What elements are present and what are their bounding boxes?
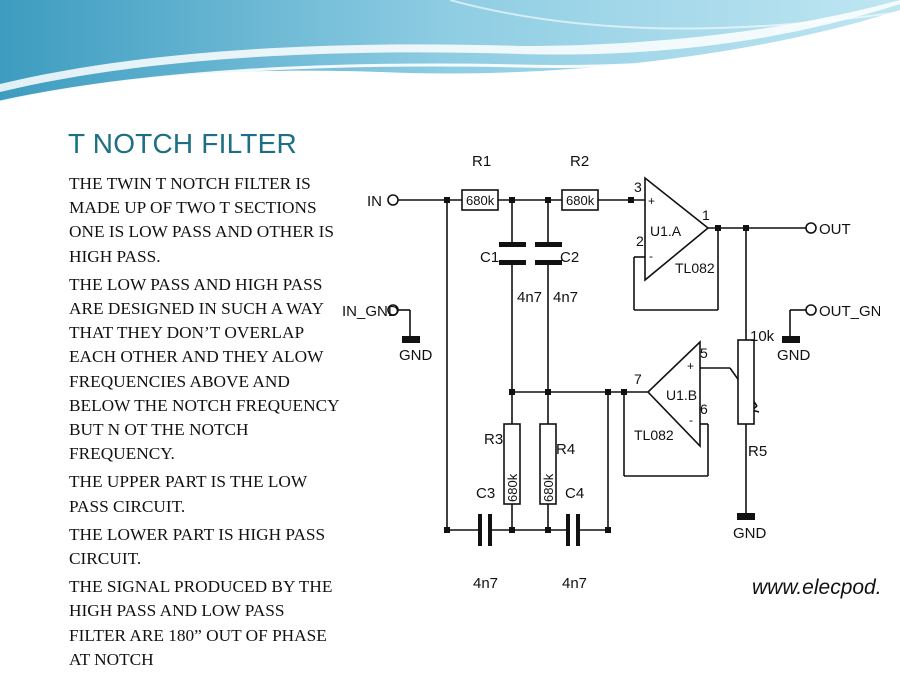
resistor-r2 [561, 189, 599, 211]
label-c1: C1 [480, 249, 499, 266]
label-c4: C4 [565, 485, 584, 502]
ground-symbol [782, 336, 800, 343]
label-r5: R5 [748, 443, 767, 460]
label-u1a-part: TL082 [675, 260, 715, 276]
junction-dots [444, 197, 749, 533]
label-in: IN [367, 193, 382, 210]
capacitor-c3 [478, 514, 492, 546]
paragraph: THE TWIN T NOTCH FILTER IS MADE UP OF TW… [69, 174, 335, 266]
label-minus: - [689, 413, 693, 427]
label-out-gnd: OUT_GND [819, 303, 880, 320]
label-pin: 5 [700, 345, 708, 361]
notch-filter-schematic: IN IN_GND GND OUT OUT_GND GND GND R1 680… [342, 153, 880, 599]
label-plus: + [687, 359, 694, 373]
resistor-r4 [539, 423, 557, 505]
label-c2-value: 4n7 [553, 289, 578, 306]
label-r2: R2 [570, 153, 589, 170]
opamp-u1a [644, 176, 710, 282]
wires [398, 199, 806, 531]
label-pin: 6 [700, 401, 708, 417]
resistor-r1 [461, 189, 499, 211]
label-r1-value: 680k [466, 193, 495, 208]
label-r3: R3 [484, 431, 503, 448]
terminal-out [805, 222, 817, 234]
label-c1-value: 4n7 [517, 289, 542, 306]
watermark-text: www.elecpod.com [752, 576, 880, 599]
terminal-in [387, 194, 399, 206]
slide-title: T NOTCH FILTER [68, 128, 297, 159]
capacitor-c2 [535, 242, 562, 265]
capacitor-c4 [566, 514, 580, 546]
label-r5-value: 10k [750, 328, 775, 345]
header-wave-banner [0, 0, 900, 104]
paragraph: THE UPPER PART IS THE LOW PASS CIRCUIT. [69, 472, 307, 516]
label-minus: - [649, 249, 653, 263]
paragraph: THE LOW PASS AND HIGH PASS ARE DESIGNED … [69, 274, 339, 464]
ground-symbol [402, 336, 420, 343]
label-c3-value: 4n7 [473, 575, 498, 592]
paragraph: THE SIGNAL PRODUCED BY THE HIGH PASS AND… [69, 577, 333, 669]
label-r3-value: 680k [505, 473, 520, 502]
potentiometer-r5 [737, 339, 755, 425]
label-c4-value: 4n7 [562, 575, 587, 592]
label-gnd: GND [399, 347, 433, 364]
label-pin: 7 [634, 371, 642, 387]
label-in-gnd: IN_GND [342, 303, 399, 320]
terminal-out-gnd [805, 304, 817, 316]
label-u1b-part: TL082 [634, 427, 674, 443]
label-pin: 3 [634, 179, 642, 195]
label-pin: 2 [636, 233, 644, 249]
label-r1: R1 [472, 153, 491, 170]
resistor-r3 [503, 423, 521, 505]
label-r2-value: 680k [566, 193, 595, 208]
label-r4-value: 680k [541, 473, 556, 502]
label-out: OUT [819, 221, 851, 238]
label-pin: 1 [702, 207, 710, 223]
terminal-in-gnd [387, 304, 399, 316]
paragraph: THE LOWER PART IS HIGH PASS CIRCUIT. [69, 524, 326, 569]
capacitor-c1 [499, 242, 526, 265]
label-gnd: GND [777, 347, 811, 364]
label-c2: C2 [560, 249, 579, 266]
label-gnd: GND [733, 525, 767, 542]
ground-symbol [737, 513, 755, 520]
label-u1b: U1.B [666, 387, 697, 403]
label-r4: R4 [556, 441, 575, 458]
label-u1a: U1.A [650, 223, 682, 239]
label-c3: C3 [476, 485, 495, 502]
body-text: THE TWIN T NOTCH FILTER IS MADE UP OF TW… [69, 172, 341, 675]
label-plus: + [648, 194, 655, 208]
opamp-u1b [646, 340, 701, 448]
